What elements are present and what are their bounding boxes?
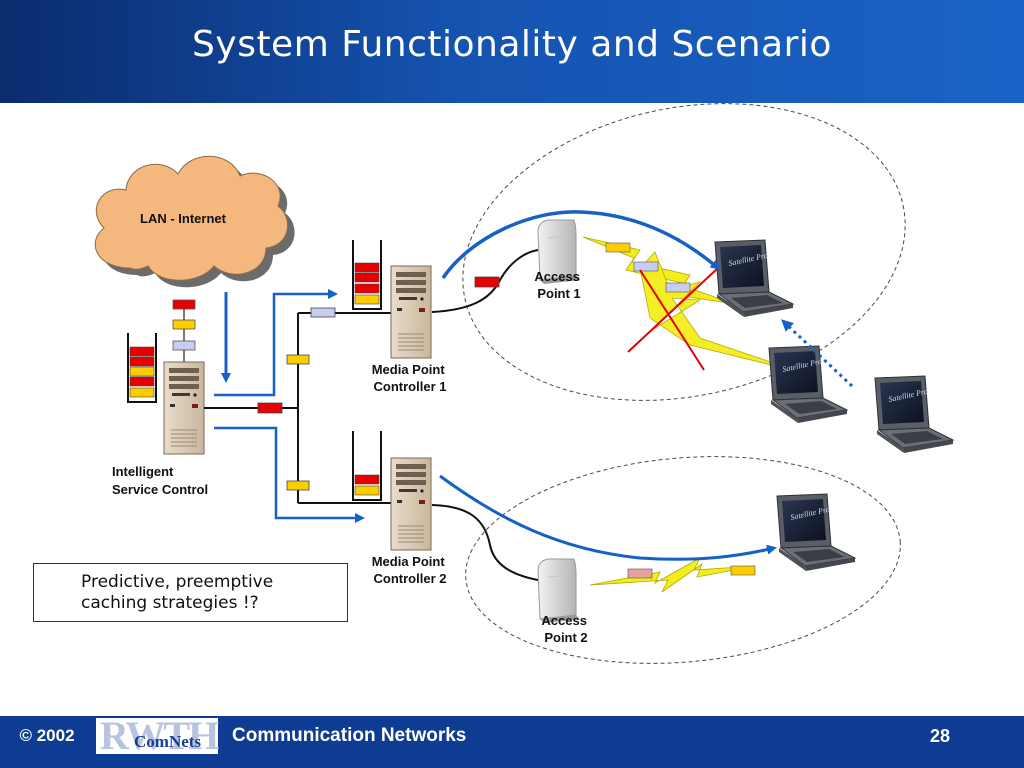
laptop-1: Satellite Pro	[714, 239, 794, 318]
laptop-3: Satellite Pro	[874, 375, 954, 454]
wireless-link-2	[589, 557, 756, 593]
mpc1-label-line1: Media Point	[372, 362, 446, 377]
mpc2-label-line1: Media Point	[372, 554, 446, 569]
note-line-2: caching strategies !?	[81, 593, 259, 613]
logo-text: ComNets	[134, 732, 202, 751]
isc-server	[163, 361, 205, 455]
page-number: 28	[929, 726, 951, 746]
logo-emblem: RWTH	[100, 713, 219, 758]
footer-label: Communication Networks	[232, 725, 467, 746]
ap1-label-line2: Point 1	[537, 286, 580, 301]
coverage-area-2	[465, 456, 901, 664]
laptop-4: Satellite Pro	[776, 493, 856, 572]
mpc2-server	[390, 457, 432, 551]
ap1-label-line1: Access	[534, 269, 580, 284]
comnets-logo: RWTH ComNets	[96, 713, 219, 758]
caching-note-box: Predictive, preemptive caching strategie…	[33, 563, 348, 622]
isc-queue	[127, 333, 157, 403]
slide-title: System Functionality and Scenario	[192, 24, 832, 65]
isc-label-line1: Intelligent	[112, 464, 174, 479]
routing-arrows	[214, 289, 365, 523]
prefetch-arrow-2	[439, 474, 777, 561]
cloud-label: LAN - Internet	[140, 211, 227, 226]
mpc2-queue	[352, 431, 382, 501]
link-failure-cross	[627, 267, 719, 371]
laptop-2: Satellite Pro	[768, 345, 848, 424]
mpc1-queue	[352, 240, 382, 310]
ap2-label-line1: Access	[541, 613, 587, 628]
mpc1-label-line2: Controller 1	[374, 379, 447, 394]
title-bar: System Functionality and Scenario	[0, 0, 1024, 103]
ap2-label-line2: Point 2	[544, 630, 587, 645]
mpc2-label-line2: Controller 2	[374, 571, 447, 586]
note-line-1: Predictive, preemptive	[81, 572, 274, 592]
footer-bar: © 2002 RWTH ComNets Communication Networ…	[0, 716, 1024, 768]
coverage-area-1	[462, 103, 906, 401]
isc-label: Intelligent Service Control	[112, 464, 208, 497]
lan-internet-cloud: LAN - Internet	[94, 155, 295, 288]
ap2-label: Access Point 2	[541, 613, 590, 645]
copyright: © 2002	[19, 726, 75, 745]
handover-movement-arrow	[781, 319, 854, 388]
network-diagram: LAN - Internet Intelligent Service Contr	[94, 103, 954, 664]
ap1-label: Access Point 1	[534, 269, 583, 301]
uplink-packets	[172, 299, 196, 362]
isc-label-line2: Service Control	[112, 482, 208, 497]
prefetch-arrow-1	[441, 210, 721, 279]
mpc2-label: Media Point Controller 2	[372, 554, 449, 586]
mpc1-server	[390, 265, 432, 359]
ap-cables	[431, 249, 539, 581]
mpc1-label: Media Point Controller 1	[372, 362, 449, 394]
backbone-wires	[204, 307, 392, 504]
